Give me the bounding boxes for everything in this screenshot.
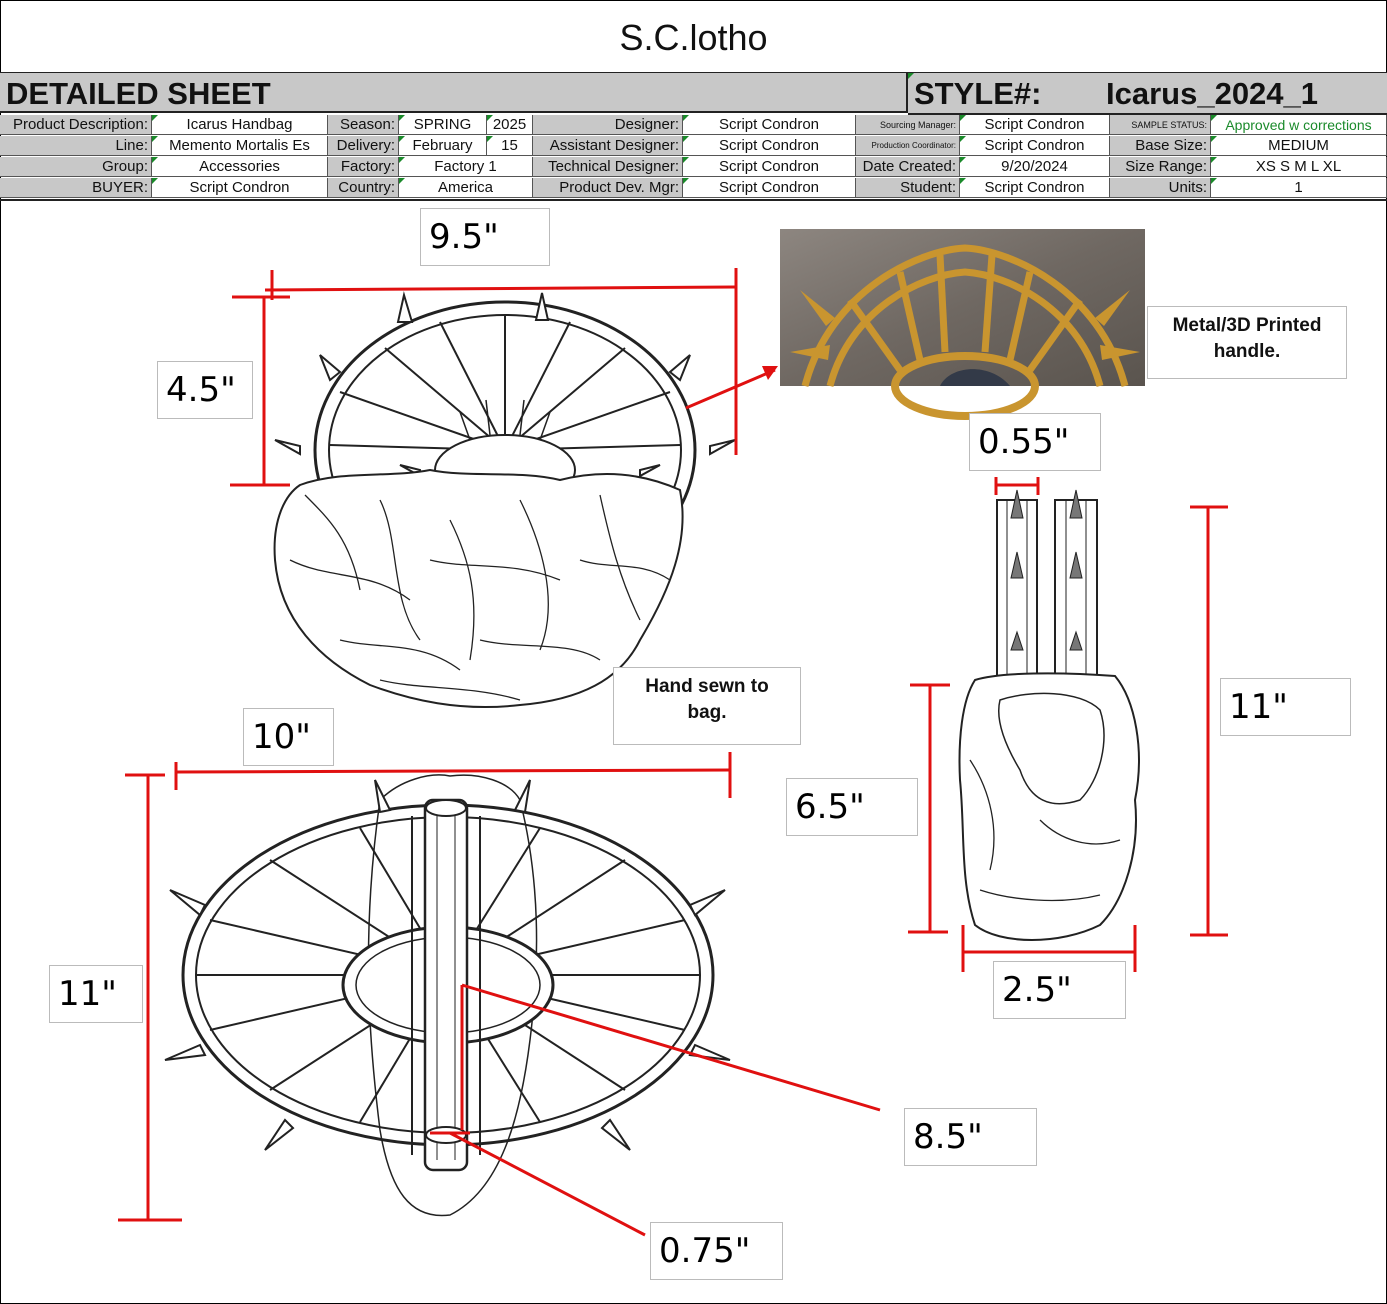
style-header: STYLE#: Icarus_2024_1 xyxy=(908,73,1387,115)
units-label: Units: xyxy=(1110,178,1211,198)
line-value[interactable]: Memento Mortalis Es xyxy=(152,136,328,156)
date-created-value[interactable]: 9/20/2024 xyxy=(960,157,1110,177)
base-size-value[interactable]: MEDIUM xyxy=(1211,136,1387,156)
side-total-height-measurement: 11" xyxy=(1220,678,1351,736)
bottom-width-measurement: 10" xyxy=(243,708,334,766)
sample-status-value[interactable]: Approved w corrections xyxy=(1211,115,1387,135)
group-label: Group: xyxy=(0,157,152,177)
handle-photo xyxy=(780,229,1145,420)
sourcing-manager-label: Sourcing Manager: xyxy=(856,115,960,135)
designer-value[interactable]: Script Condron xyxy=(683,115,856,135)
handle-diameter-measurement: 0.75" xyxy=(650,1222,783,1280)
season-value[interactable]: SPRING xyxy=(399,115,487,135)
sheet-title: DETAILED SHEET xyxy=(0,73,908,113)
student-value[interactable]: Script Condron xyxy=(960,178,1110,198)
product-description-label: Product Description: xyxy=(0,115,152,135)
bottom-height-measurement: 11" xyxy=(49,965,143,1023)
line-label: Line: xyxy=(0,136,152,156)
top-height-measurement: 4.5" xyxy=(157,361,253,419)
technical-designer-value[interactable]: Script Condron xyxy=(683,157,856,177)
factory-label: Factory: xyxy=(328,157,399,177)
side-depth-measurement: 2.5" xyxy=(993,961,1126,1019)
buyer-value[interactable]: Script Condron xyxy=(152,178,328,198)
buyer-label: BUYER: xyxy=(0,178,152,198)
base-size-label: Base Size: xyxy=(1110,136,1211,156)
production-coordinator-label: Production Coordinator: xyxy=(856,136,960,156)
front-view-drawing xyxy=(273,291,736,709)
designer-label: Designer: xyxy=(533,115,683,135)
style-value: Icarus_2024_1 xyxy=(1106,76,1319,111)
handle-length-measurement: 8.5" xyxy=(904,1108,1037,1166)
hand-sewn-note: Hand sewn to bag. xyxy=(613,667,801,745)
factory-value[interactable]: Factory 1 xyxy=(399,157,533,177)
delivery-day-value[interactable]: 15 xyxy=(487,136,533,156)
product-description-value[interactable]: Icarus Handbag xyxy=(152,115,328,135)
side-body-height-measurement: 6.5" xyxy=(786,778,918,836)
assistant-designer-value[interactable]: Script Condron xyxy=(683,136,856,156)
country-label: Country: xyxy=(328,178,399,198)
size-range-label: Size Range: xyxy=(1110,157,1211,177)
bottom-view-drawing xyxy=(164,774,731,1217)
season-year-value[interactable]: 2025 xyxy=(487,115,533,135)
assistant-designer-label: Assistant Designer: xyxy=(533,136,683,156)
spec-grid: Product Description: Icarus Handbag Seas… xyxy=(0,115,1387,201)
delivery-label: Delivery: xyxy=(328,136,399,156)
country-value[interactable]: America xyxy=(399,178,533,198)
dimension-lines xyxy=(118,268,1228,1237)
handle-material-note: Metal/3D Printed handle. xyxy=(1147,306,1347,379)
sample-status-label: SAMPLE STATUS: xyxy=(1110,115,1211,135)
product-dev-mgr-value[interactable]: Script Condron xyxy=(683,178,856,198)
side-view-drawing xyxy=(958,489,1140,941)
production-coordinator-value[interactable]: Script Condron xyxy=(960,136,1110,156)
date-created-label: Date Created: xyxy=(856,157,960,177)
season-label: Season: xyxy=(328,115,399,135)
delivery-value[interactable]: February xyxy=(399,136,487,156)
student-label: Student: xyxy=(856,178,960,198)
product-dev-mgr-label: Product Dev. Mgr: xyxy=(533,178,683,198)
top-width-measurement: 9.5" xyxy=(420,208,550,266)
style-label: STYLE#: xyxy=(914,76,1042,111)
sourcing-manager-value[interactable]: Script Condron xyxy=(960,115,1110,135)
technical-designer-label: Technical Designer: xyxy=(533,157,683,177)
handle-strap-width-measurement: 0.55" xyxy=(969,413,1101,471)
group-value[interactable]: Accessories xyxy=(152,157,328,177)
